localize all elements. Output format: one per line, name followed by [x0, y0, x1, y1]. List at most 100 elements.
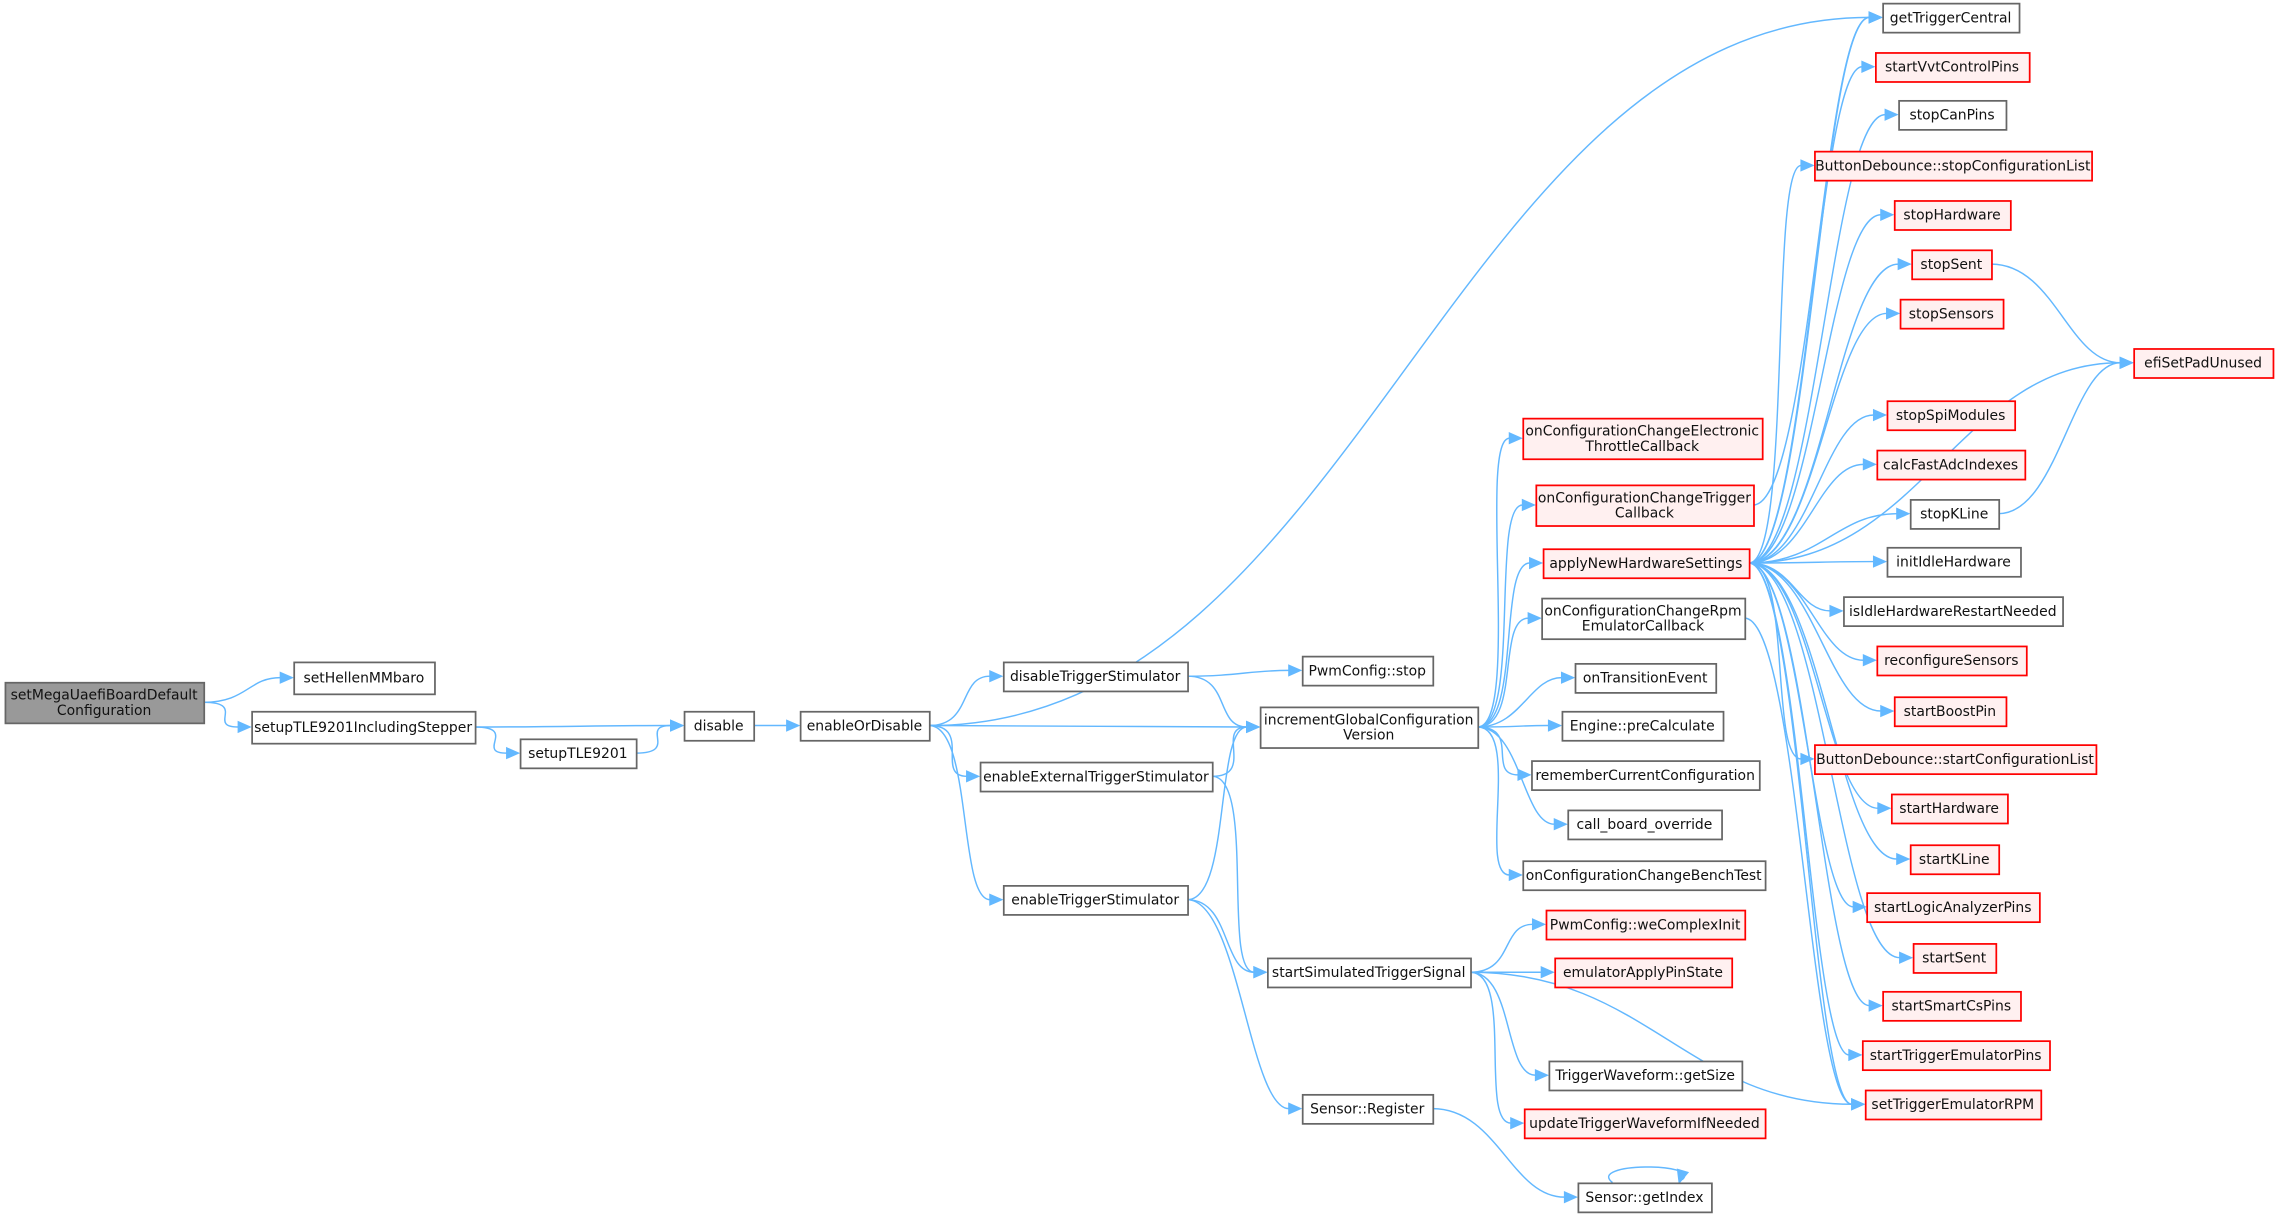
node-update-trigger-waveform-if-needed[interactable]: updateTriggerWaveformIfNeeded — [1523, 1108, 1767, 1140]
node-box — [1882, 2, 2021, 34]
node-start-sent[interactable]: startSent — [1912, 943, 1998, 974]
node-setup-tle9201[interactable]: setupTLE9201 — [519, 738, 638, 770]
node-label: incrementGlobalConfiguration — [1264, 712, 1474, 728]
node-sensor-register[interactable]: Sensor::Register — [1301, 1093, 1435, 1125]
arrowhead-icon — [279, 671, 294, 684]
edge-start-simulated-trigger-signal-to-set-trigger-emulator-rpm — [1470, 971, 1866, 1111]
edge-start-simulated-trigger-signal-to-trigger-waveform-get-size — [1470, 971, 1550, 1082]
node-label: setupTLE9201 — [528, 746, 627, 762]
node-stop-can-pins[interactable]: stopCanPins — [1898, 99, 2008, 131]
node-button-debounce-start-configuration-list[interactable]: ButtonDebounce::startConfigurationList — [1814, 744, 2098, 776]
node-label: setupTLE9201IncludingStepper — [254, 720, 472, 736]
node-disable-trigger-stimulator[interactable]: disableTriggerStimulator — [1002, 661, 1189, 693]
edge-line — [1748, 66, 1863, 564]
node-label: ButtonDebounce::startConfigurationList — [1816, 752, 2094, 768]
node-box — [1814, 744, 2098, 776]
node-calc-fast-adc-indexes[interactable]: calcFastAdcIndexes — [1876, 449, 2027, 481]
node-enable-external-trigger-stimulator[interactable]: enableExternalTriggerStimulator — [979, 761, 1214, 793]
node-start-smart-cs-pins[interactable]: startSmartCsPins — [1882, 990, 2022, 1022]
arrowhead-icon — [1852, 900, 1867, 914]
edge-line — [1470, 971, 1512, 1124]
node-apply-new-hardware-settings[interactable]: applyNewHardwareSettings — [1542, 548, 1751, 580]
arrowhead-icon — [1880, 704, 1895, 718]
node-call-board-override[interactable]: call_board_override — [1567, 809, 1723, 841]
node-button-debounce-stop-configuration-list[interactable]: ButtonDebounce::stopConfigurationList — [1814, 150, 2093, 182]
node-box — [1259, 706, 1480, 749]
edges-layer — [203, 11, 2134, 1204]
node-stop-sent[interactable]: stopSent — [1911, 249, 1993, 281]
node-start-boost-pin[interactable]: startBoostPin — [1893, 696, 2008, 728]
node-label: startSmartCsPins — [1892, 999, 2012, 1015]
edge-enable-or-disable-to-enable-external-trigger-stimulator — [929, 724, 981, 783]
node-on-configuration-change-electronic-throttle-callback[interactable]: onConfigurationChangeElectronicThrottleC… — [1522, 417, 1764, 461]
arrowhead-icon — [1288, 1102, 1303, 1115]
node-emulator-apply-pin-state[interactable]: emulatorApplyPinState — [1554, 957, 1734, 989]
node-start-vvt-control-pins[interactable]: startVvtControlPins — [1875, 52, 2031, 83]
node-start-hardware[interactable]: startHardware — [1890, 793, 2009, 825]
node-engine-pre-calculate[interactable]: Engine::preCalculate — [1561, 710, 1725, 742]
node-stop-spi-modules[interactable]: stopSpiModules — [1886, 400, 2017, 432]
node-box — [1301, 1093, 1435, 1125]
edge-line — [1477, 726, 1510, 876]
node-trigger-waveform-get-size[interactable]: TriggerWaveform::getSize — [1548, 1060, 1744, 1092]
node-box — [251, 710, 477, 745]
node-init-idle-hardware[interactable]: initIdleHardware — [1886, 546, 2022, 578]
node-box — [979, 761, 1214, 793]
arrowhead-icon — [1800, 752, 1815, 766]
node-remember-current-configuration[interactable]: rememberCurrentConfiguration — [1531, 760, 1761, 791]
node-label: rememberCurrentConfiguration — [1535, 768, 1755, 784]
node-set-hellen-mmbaro[interactable]: setHellenMMbaro — [293, 661, 436, 696]
node-on-configuration-change-bench-test[interactable]: onConfigurationChangeBenchTest — [1522, 860, 1767, 892]
node-start-logic-analyzer-pins[interactable]: startLogicAnalyzerPins — [1866, 892, 2041, 924]
node-start-simulated-trigger-signal[interactable]: startSimulatedTriggerSignal — [1267, 957, 1472, 989]
edge-start-simulated-trigger-signal-to-pwm-config-we-complex-init — [1470, 918, 1547, 973]
node-reconfigure-sensors[interactable]: reconfigureSensors — [1876, 645, 2028, 677]
arrowhead-icon — [1521, 498, 1536, 512]
node-box — [1866, 892, 2041, 924]
node-pwm-config-stop[interactable]: PwmConfig::stop — [1301, 655, 1435, 687]
node-is-idle-hardware-restart-needed[interactable]: isIdleHardwareRestartNeeded — [1843, 596, 2064, 628]
node-label: calcFastAdcIndexes — [1883, 457, 2018, 473]
edge-setup-tle9201-to-disable — [635, 719, 685, 754]
node-setup-tle9201-including-stepper[interactable]: setupTLE9201IncludingStepper — [251, 710, 477, 745]
edge-increment-global-configuration-version-to-on-configuration-change-trigger-callback — [1477, 498, 1536, 728]
node-box — [1899, 298, 2005, 330]
edge-sensor-get-index-to-sensor-get-index — [1608, 1166, 1690, 1185]
arrowhead-icon — [966, 770, 981, 783]
node-start-kline[interactable]: startKLine — [1909, 844, 2001, 876]
node-on-transition-event[interactable]: onTransitionEvent — [1574, 662, 1718, 694]
edge-disable-trigger-stimulator-to-pwm-config-stop — [1187, 664, 1303, 677]
node-enable-or-disable[interactable]: enableOrDisable — [799, 710, 931, 742]
node-stop-sensors[interactable]: stopSensors — [1899, 298, 2005, 330]
node-label: disableTriggerStimulator — [1010, 669, 1181, 685]
node-label: enableExternalTriggerStimulator — [983, 769, 1209, 785]
node-stop-kline[interactable]: stopKLine — [1909, 499, 2001, 530]
node-enable-trigger-stimulator[interactable]: enableTriggerStimulator — [1002, 885, 1189, 916]
node-label: ButtonDebounce::stopConfigurationList — [1815, 158, 2091, 174]
node-get-trigger-central[interactable]: getTriggerCentral — [1882, 2, 2021, 34]
edge-setup-tle9201-including-stepper-to-setup-tle9201 — [474, 726, 521, 760]
node-label: startHardware — [1899, 801, 1999, 817]
node-start-trigger-emulator-pins[interactable]: startTriggerEmulatorPins — [1861, 1040, 2051, 1072]
node-label: reconfigureSensors — [1884, 653, 2018, 669]
edge-line — [474, 726, 507, 754]
node-box — [1545, 909, 1747, 941]
node-label: startSimulatedTriggerSignal — [1272, 965, 1466, 981]
node-set-trigger-emulator-rpm[interactable]: setTriggerEmulatorRPM — [1864, 1089, 2043, 1121]
node-label: onTransitionEvent — [1583, 671, 1708, 687]
node-pwm-config-we-complex-init[interactable]: PwmConfig::weComplexInit — [1545, 909, 1747, 941]
edge-apply-new-hardware-settings-to-start-vvt-control-pins — [1748, 60, 1876, 564]
edge-line — [635, 724, 671, 754]
node-label: Version — [1343, 728, 1394, 744]
node-disable[interactable]: disable — [683, 710, 756, 742]
node-efi-set-pad-unused[interactable]: efiSetPadUnused — [2133, 348, 2275, 379]
node-label: efiSetPadUnused — [2144, 356, 2262, 372]
arrowhead-icon — [237, 720, 252, 734]
node-sensor-get-index[interactable]: Sensor::getIndex — [1577, 1182, 1713, 1214]
node-stop-hardware[interactable]: stopHardware — [1893, 200, 2012, 231]
edge-line — [929, 724, 1247, 728]
